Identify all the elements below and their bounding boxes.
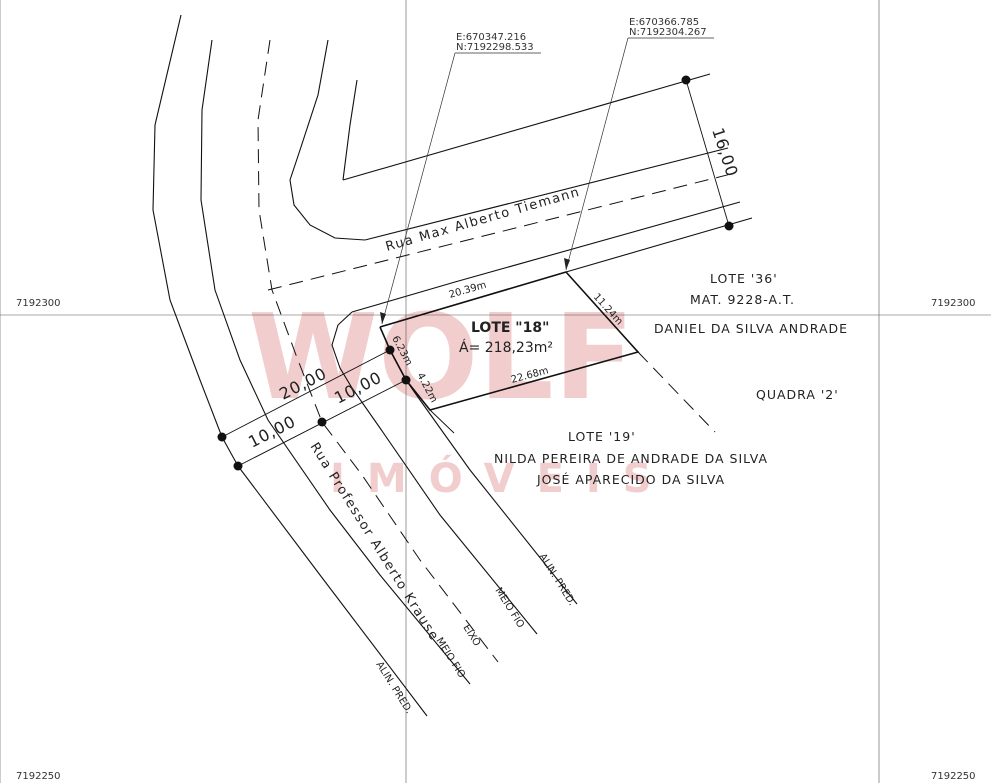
top-street-meio-fio — [364, 147, 729, 241]
meio-fio-right-line — [331, 311, 538, 635]
coordinate-callouts: E:670347.216 N:7192298.533 E:670366.785 … — [380, 17, 714, 325]
lot-area: Á= 218,23m² — [459, 339, 553, 356]
lote36-name: LOTE '36' — [710, 271, 778, 286]
left-street-width — [217, 349, 407, 471]
label-alin-pred-right: ALIN. PRED. — [536, 552, 577, 608]
width-point-center — [317, 417, 327, 427]
watermark-tagline: IMÓVEIS — [330, 454, 674, 502]
width-point-left-lower — [233, 461, 243, 471]
meio-fio-left-line — [200, 39, 471, 685]
grid-label-top-left: 7192300 — [16, 298, 61, 309]
label-eixo: EIXO — [460, 623, 482, 649]
width-point-bottom — [724, 221, 734, 231]
top-street-meio-fio-lower — [351, 201, 741, 313]
callout-1-leader — [381, 52, 456, 325]
grid-label-bottom-right: 7192250 — [931, 771, 976, 782]
callout-2-n: N:7192304.267 — [629, 27, 707, 38]
meio-fio-corner-top — [342, 79, 358, 181]
lote36-owner: DANIEL DA SILVA ANDRADE — [654, 321, 848, 336]
callout-2-arrow — [564, 258, 570, 270]
meio-fio-corner-inner — [289, 39, 366, 241]
callout-1-e: E:670347.216 — [456, 32, 526, 43]
callout-2-leader — [565, 37, 629, 271]
top-street-alin — [342, 73, 711, 181]
callout-2-e: E:670366.785 — [629, 17, 699, 28]
grid-label-top-right: 7192300 — [931, 298, 976, 309]
watermark: WOLF IMÓVEIS — [248, 288, 674, 502]
width-line-upper — [221, 349, 391, 438]
quadra-label: QUADRA '2' — [756, 387, 839, 402]
street-top-name: Rua Max Alberto Tiemann — [384, 185, 582, 255]
lot-title: LOTE "18" — [471, 320, 549, 336]
lot-19-boundary — [429, 409, 455, 434]
top-street-eixo — [267, 172, 736, 291]
top-street-width-line — [685, 79, 730, 227]
alin-pred-left-line-lower — [237, 465, 428, 717]
width-point-left-upper — [217, 432, 227, 442]
watermark-brand: WOLF — [248, 288, 634, 426]
neighbor-labels: LOTE '36' MAT. 9228-A.T. DANIEL DA SILVA… — [494, 271, 848, 487]
width-point-top — [681, 75, 691, 85]
grid-label-bottom-left: 7192250 — [16, 771, 61, 782]
lote36-mat: MAT. 9228-A.T. — [690, 292, 795, 307]
label-alin-pred-left: ALIN. PRED. — [373, 660, 414, 716]
lote19-owner1: NILDA PEREIRA DE ANDRADE DA SILVA — [494, 451, 768, 466]
lote19-name: LOTE '19' — [568, 429, 636, 444]
lot-divider-dashed — [637, 351, 716, 433]
callout-1-arrow — [380, 312, 386, 324]
alin-pred-left-line — [152, 14, 239, 467]
callout-1-n: N:7192298.533 — [456, 42, 534, 53]
lote19-owner2: JOSÉ APARECIDO DA SILVA — [536, 472, 725, 487]
label-meio-fio-right: MEIO FIO — [492, 586, 526, 631]
eixo-line — [257, 39, 499, 663]
label-meio-fio-left: MEIO FIO — [433, 636, 467, 681]
